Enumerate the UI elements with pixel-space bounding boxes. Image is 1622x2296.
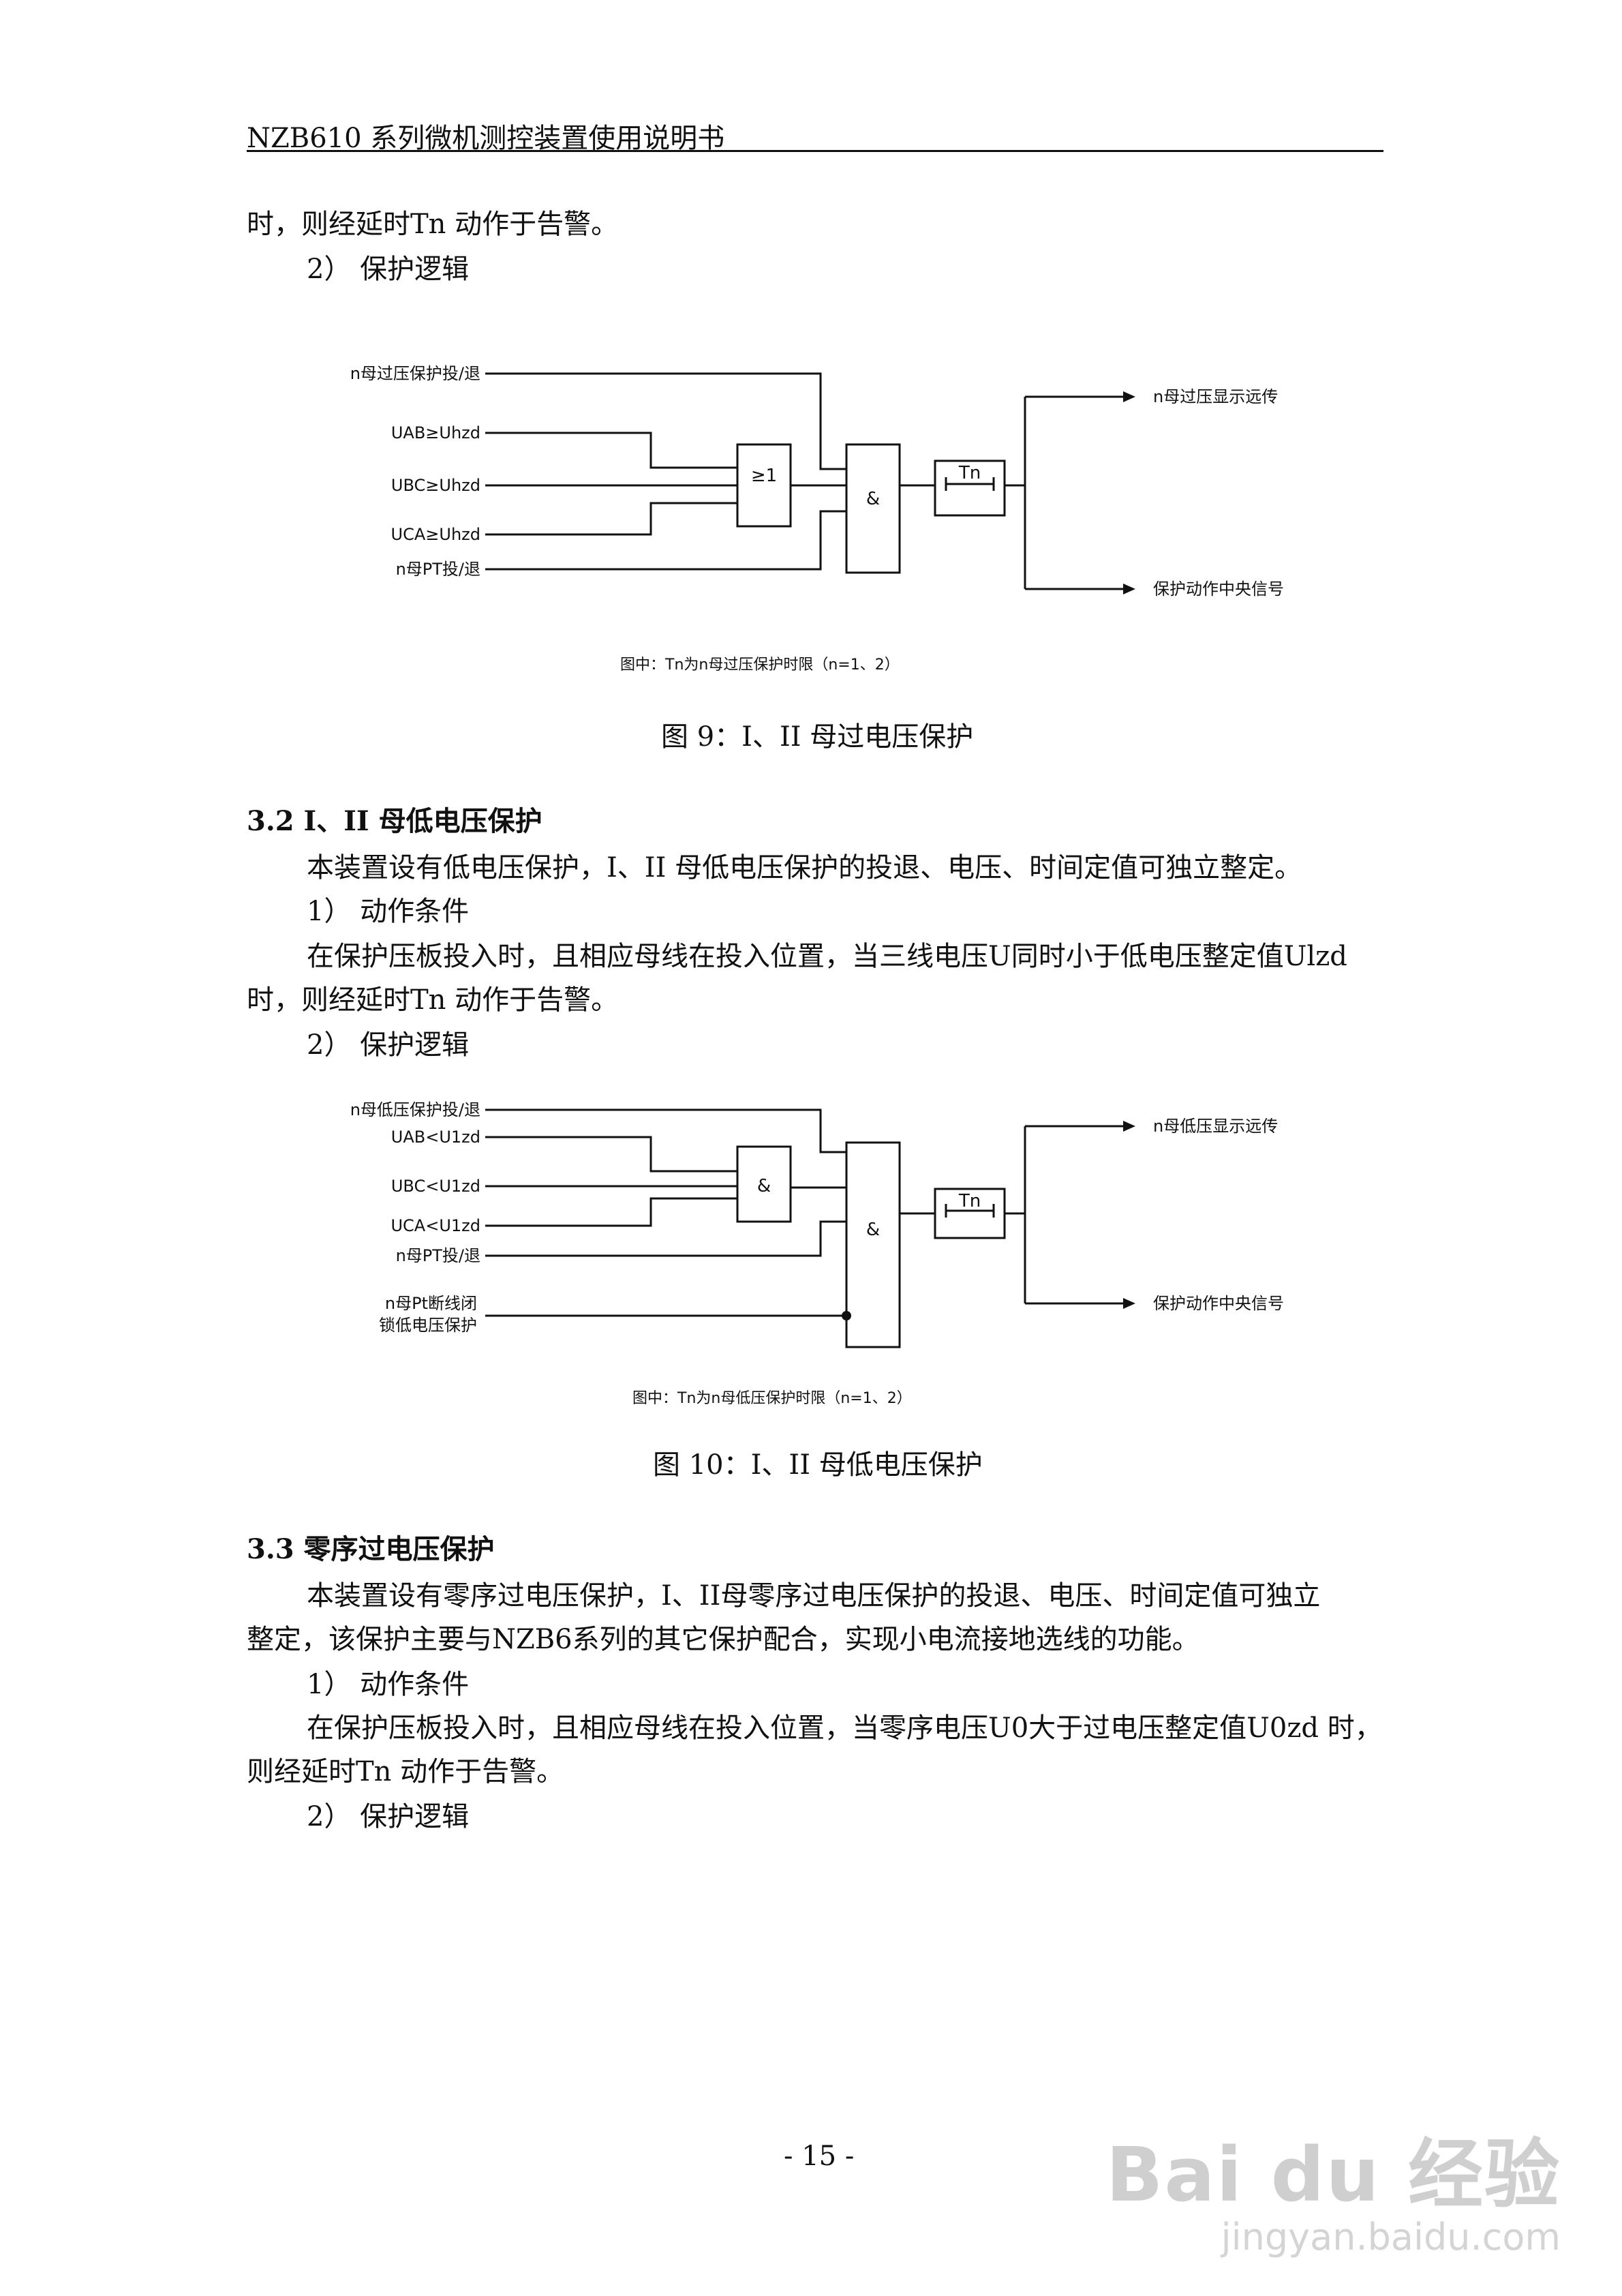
fig10-and-gate-1-label: & (757, 1176, 771, 1196)
section-3-3-paragraph-1b: 整定，该保护主要与NZB6系列的其它保护配合，实现小电流接地选线的功能。 (247, 1624, 1199, 1655)
figure-9-caption: 图 9：I、II 母过电压保护 (661, 721, 974, 753)
section-3-3-paragraph-1a: 本装置设有零序过电压保护，I、II母零序过电压保护的投退、电压、时间定值可独立 (307, 1580, 1321, 1612)
fig9-output-2: 保护动作中央信号 (1153, 579, 1284, 599)
watermark-logo-text: Bai du 经验 (1105, 2131, 1561, 2218)
section-3-2-action-conditions: 1） 动作条件 (307, 896, 470, 927)
section-3-2-paragraph-1: 本装置设有低电压保护，I、II 母低电压保护的投退、电压、时间定值可独立整定。 (307, 852, 1302, 883)
fig10-input-2: UAB<U1zd (391, 1128, 480, 1147)
page-number: - 15 - (784, 2141, 855, 2172)
fig9-input-1: n母过压保护投/退 (350, 364, 480, 383)
paragraph-continuation: 时，则经延时Tn 动作于告警。 (247, 209, 619, 240)
fig9-input-5: n母PT投/退 (396, 560, 480, 579)
section-3-3-paragraph-3a: 在保护压板投入时，且相应母线在投入位置，当零序电压U0大于过电压整定值U0zd … (307, 1712, 1382, 1744)
figure-10-logic-diagram: n母低压保护投/退 UAB<U1zd UBC<U1zd UCA<U1zd n母P… (350, 1100, 1284, 1407)
watermark: Bai du 经验 jingyan.baidu.com (1106, 2113, 1561, 2259)
fig9-or-gate-label: ≥1 (751, 466, 777, 486)
fig9-input-2: UAB≥Uhzd (391, 423, 480, 442)
fig9-and-gate-label: & (866, 489, 880, 509)
section-3-3-action-conditions: 1） 动作条件 (307, 1669, 470, 1700)
section-3-2-paragraph-3a: 在保护压板投入时，且相应母线在投入位置，当三线电压U同时小于低电压整定值Ulzd (307, 941, 1347, 972)
watermark-url: jingyan.baidu.com (1221, 2216, 1561, 2259)
fig10-input-5: n母PT投/退 (396, 1246, 480, 1265)
protection-logic-label: 2） 保护逻辑 (307, 254, 470, 285)
fig10-input-6-line2: 锁低电压保护 (379, 1316, 477, 1335)
section-3-2-paragraph-3b: 时，则经延时Tn 动作于告警。 (247, 984, 619, 1016)
fig10-note: 图中：Tn为n母低压保护时限（n=1、2） (632, 1390, 912, 1407)
fig10-input-4: UCA<U1zd (391, 1216, 480, 1235)
fig9-note: 图中：Tn为n母过压保护时限（n=1、2） (620, 656, 900, 674)
fig10-timer-label: Tn (958, 1191, 981, 1211)
section-3-2-heading: 3.2 I、II 母低电压保护 (247, 805, 542, 837)
fig10-and-gate-2-label: & (866, 1220, 880, 1240)
fig10-output-1: n母低压显示远传 (1153, 1117, 1278, 1136)
document-header: NZB610 系列微机测控装置使用说明书 (247, 123, 725, 154)
header-rule (247, 150, 1383, 152)
fig10-input-6-line1: n母Pt断线闭 (385, 1294, 477, 1313)
section-3-3-paragraph-3b: 则经延时Tn 动作于告警。 (247, 1756, 564, 1787)
fig9-output-1: n母过压显示远传 (1153, 387, 1278, 406)
fig10-input-1: n母低压保护投/退 (350, 1100, 480, 1119)
fig10-output-2: 保护动作中央信号 (1153, 1294, 1284, 1313)
section-3-3-heading: 3.3 零序过电压保护 (247, 1533, 495, 1565)
fig9-input-3: UBC≥Uhzd (391, 476, 480, 495)
fig10-input-3: UBC<U1zd (391, 1177, 480, 1196)
section-3-2-protection-logic: 2） 保护逻辑 (307, 1029, 470, 1061)
figure-9-logic-diagram: n母过压保护投/退 UAB≥Uhzd UBC≥Uhzd UCA≥Uhzd n母P… (350, 364, 1284, 674)
fig9-input-4: UCA≥Uhzd (391, 525, 480, 544)
section-3-3-protection-logic: 2） 保护逻辑 (307, 1801, 470, 1832)
figure-10-caption: 图 10：I、II 母低电压保护 (653, 1449, 983, 1481)
fig9-timer-label: Tn (958, 463, 981, 483)
